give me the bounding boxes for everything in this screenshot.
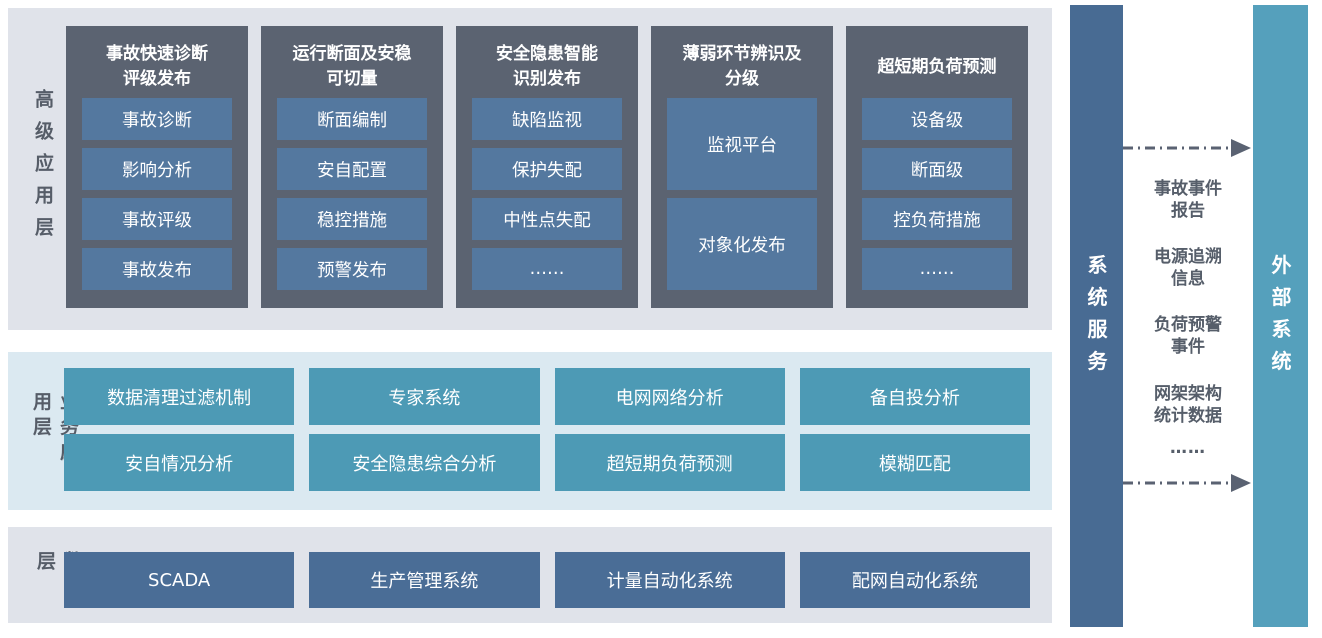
business-item: 安自情况分析 — [64, 434, 295, 491]
system-service-label: 系统服务 — [1084, 254, 1108, 383]
external-system-bar: 外部系统 — [1253, 5, 1308, 627]
advanced-columns: 事故快速诊断 评级发布 事故诊断 影响分析 事故评级 事故发布 运行断面及安稳 … — [66, 26, 1028, 308]
module-item: …… — [472, 248, 622, 290]
module-group-title: 事故快速诊断 评级发布 — [106, 44, 208, 89]
layer-label-advanced: 高级应用层 — [32, 89, 54, 249]
module-group-title: 运行断面及安稳 可切量 — [292, 44, 412, 89]
data-source-item: 计量自动化系统 — [554, 552, 785, 608]
module-item: 监视平台 — [667, 98, 817, 190]
module-group-title: 安全隐患智能 识别发布 — [496, 44, 598, 89]
module-item: 缺陷监视 — [472, 98, 622, 140]
module-item: 断面编制 — [277, 98, 427, 140]
module-item: 影响分析 — [82, 148, 232, 190]
module-group-hidden-danger: 安全隐患智能 识别发布 缺陷监视 保护失配 中性点失配 …… — [456, 26, 638, 308]
data-source-item: SCADA — [64, 552, 295, 608]
layer-business-application: 业务应用层 数据清理过滤机制 专家系统 电网网络分析 备自投分析 安自情况分析 … — [8, 352, 1052, 510]
module-item: 事故诊断 — [82, 98, 232, 140]
module-item: 稳控措施 — [277, 198, 427, 240]
module-item: 控负荷措施 — [862, 198, 1012, 240]
flow-output-item: 电源追溯 信息 — [1154, 247, 1222, 290]
module-group-accident-diagnosis: 事故快速诊断 评级发布 事故诊断 影响分析 事故评级 事故发布 — [66, 26, 248, 308]
data-source-item: 生产管理系统 — [309, 552, 540, 608]
layer-advanced-application: 高级应用层 事故快速诊断 评级发布 事故诊断 影响分析 事故评级 事故发布 运行… — [8, 8, 1052, 330]
layer-data: 数据层 SCADA 生产管理系统 计量自动化系统 配网自动化系统 — [8, 527, 1052, 623]
module-item: 断面级 — [862, 148, 1012, 190]
module-item: 事故评级 — [82, 198, 232, 240]
module-item: 设备级 — [862, 98, 1012, 140]
module-group-title: 超短期负荷预测 — [877, 56, 997, 77]
business-item: 备自投分析 — [799, 368, 1030, 425]
module-group-title: 薄弱环节辨识及 分级 — [682, 44, 802, 89]
business-item: 专家系统 — [309, 368, 540, 425]
external-system-label: 外部系统 — [1268, 254, 1292, 383]
module-item: 安自配置 — [277, 148, 427, 190]
data-flow-zone: 事故事件 报告 电源追溯 信息 负荷预警 事件 网架架构 统计数据 …… — [1123, 5, 1253, 627]
module-item: …… — [862, 248, 1012, 290]
module-item: 对象化发布 — [667, 198, 817, 290]
module-item: 中性点失配 — [472, 198, 622, 240]
flow-output-item: …… — [1170, 437, 1206, 458]
module-item: 事故发布 — [82, 248, 232, 290]
module-item: 预警发布 — [277, 248, 427, 290]
flow-output-list: 事故事件 报告 电源追溯 信息 负荷预警 事件 网架架构 统计数据 …… — [1123, 178, 1253, 459]
business-item: 安全隐患综合分析 — [309, 434, 540, 491]
module-group-load-forecast: 超短期负荷预测 设备级 断面级 控负荷措施 …… — [846, 26, 1028, 308]
data-source-item: 配网自动化系统 — [799, 552, 1030, 608]
arrow-right-icon — [1123, 139, 1251, 157]
business-item: 电网网络分析 — [554, 368, 785, 425]
flow-output-item: 网架架构 统计数据 — [1154, 383, 1222, 426]
business-item: 模糊匹配 — [799, 434, 1030, 491]
module-item: 保护失配 — [472, 148, 622, 190]
module-group-operation-section: 运行断面及安稳 可切量 断面编制 安自配置 稳控措施 预警发布 — [261, 26, 443, 308]
business-grid: 数据清理过滤机制 专家系统 电网网络分析 备自投分析 安自情况分析 安全隐患综合… — [64, 368, 1030, 491]
flow-output-item: 负荷预警 事件 — [1154, 315, 1222, 358]
flow-output-item: 事故事件 报告 — [1154, 179, 1222, 222]
business-item: 超短期负荷预测 — [554, 434, 785, 491]
module-group-weak-link: 薄弱环节辨识及 分级 监视平台 对象化发布 — [651, 26, 833, 308]
system-service-bar: 系统服务 — [1070, 5, 1123, 627]
business-item: 数据清理过滤机制 — [64, 368, 295, 425]
data-source-row: SCADA 生产管理系统 计量自动化系统 配网自动化系统 — [64, 552, 1030, 608]
arrow-right-icon — [1123, 474, 1251, 492]
